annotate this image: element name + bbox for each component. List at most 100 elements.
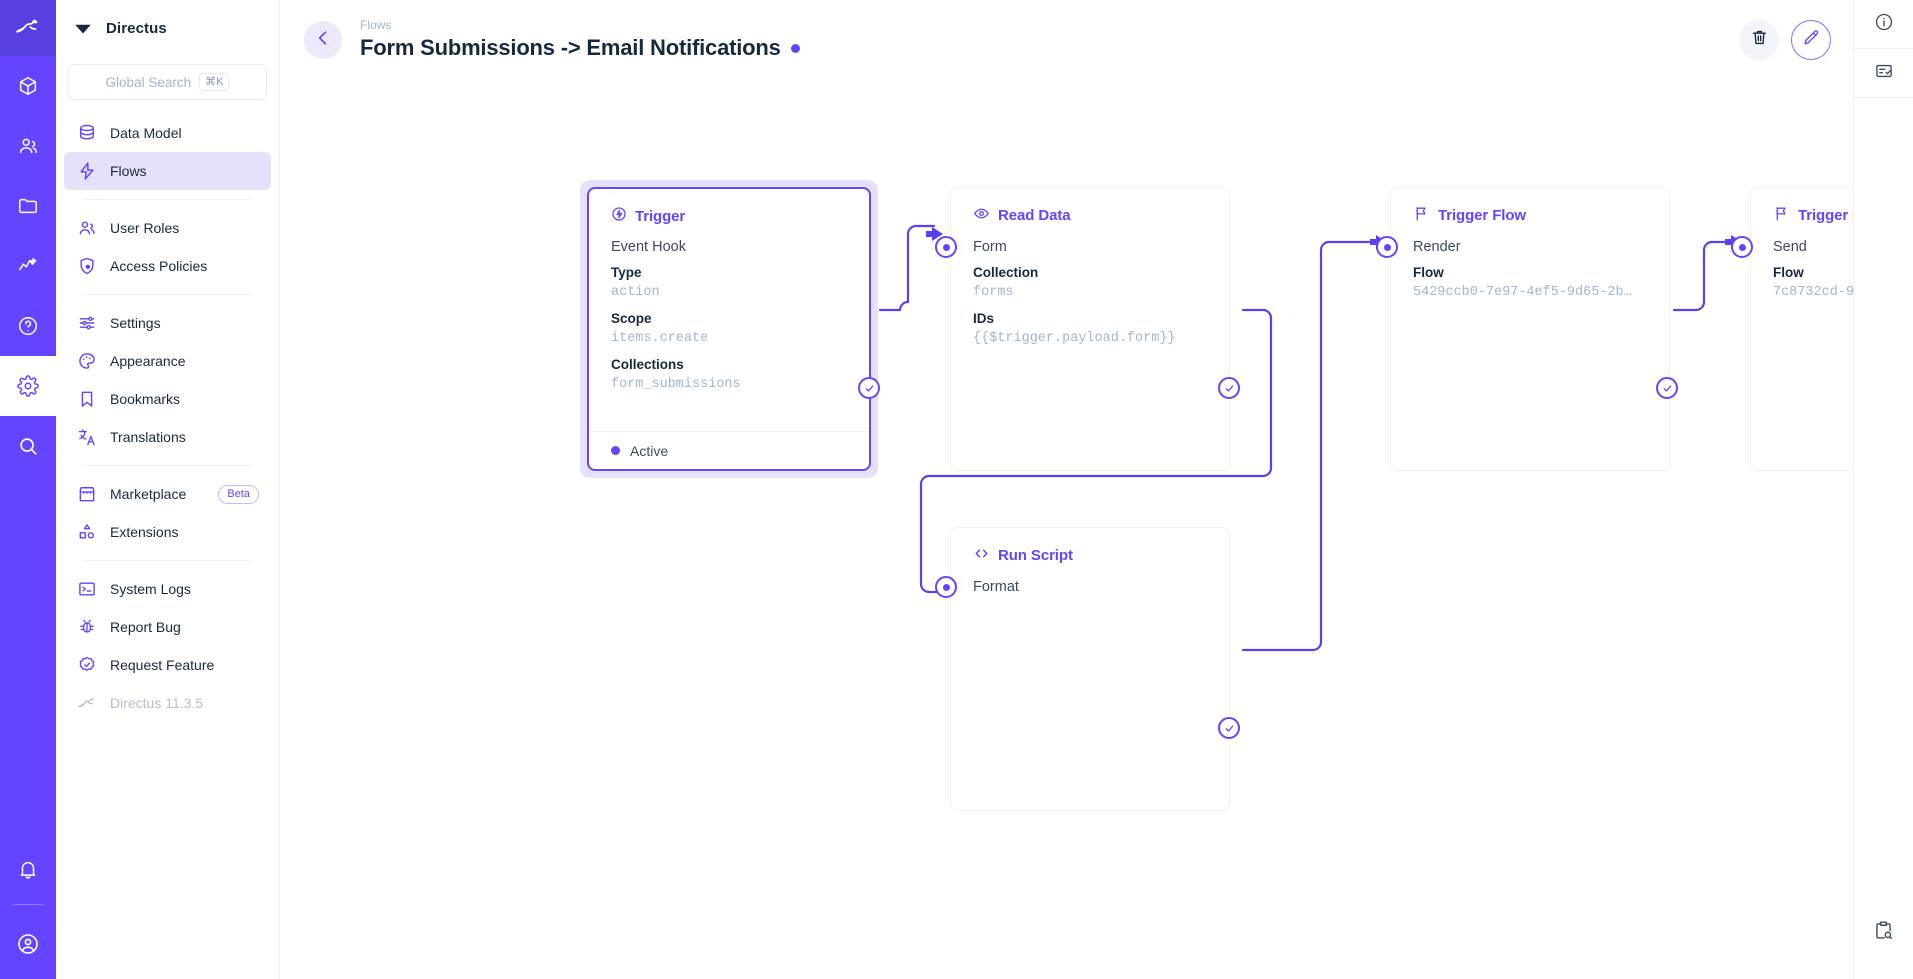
panel-type-header: Trigger Flow [1391,188,1669,226]
rail-item-settings[interactable] [0,356,56,416]
delete-flow-button[interactable] [1739,20,1779,60]
trigger-icon [611,206,627,226]
code-brackets-icon [973,545,990,566]
trigger-flow-send-input-node[interactable] [1731,236,1753,258]
rail-divider [13,904,43,905]
panel-field: Type action [589,257,869,303]
directus-rabbit-logo[interactable] [0,0,56,56]
sidebar-item-bookmarks[interactable]: Bookmarks [64,380,271,418]
info-sidebar-button[interactable] [1854,0,1913,48]
sidebar-divider [84,560,251,561]
title-block: Flows Form Submissions -> Email Notifica… [360,18,800,62]
clipboard-button[interactable] [1854,909,1913,957]
flow-panel-trigger-flow-send[interactable]: Trigger Flow Send Flow 7c8732cd-9d9e-44b… [1750,187,1853,471]
sidebar-brand[interactable]: Directus [56,0,279,56]
translate-icon [76,426,98,448]
status-badge [611,446,620,455]
run-script-input-node[interactable] [935,576,957,598]
arrow-left-icon [313,28,333,53]
sidebar-item-report-bug[interactable]: Report Bug [64,608,271,646]
logs-sidebar-button[interactable] [1854,49,1913,97]
sidebar-item-label: User Roles [110,220,180,236]
run-script-output-node[interactable] [1218,717,1240,739]
panel-field: Scope items.create [589,303,869,349]
flow-canvas[interactable]: Trigger Event Hook Type action Scope ite… [280,80,1853,979]
trigger-flow-render-input-node[interactable] [1376,236,1398,258]
sidebar-item-label: Access Policies [110,258,208,274]
field-key: Collection [973,265,1039,280]
flow-panel-trigger[interactable]: Trigger Event Hook Type action Scope ite… [587,187,871,471]
edit-flow-button[interactable] [1791,20,1831,60]
module-rail [0,0,56,979]
sidebar-item-settings[interactable]: Settings [64,304,271,342]
panel-type-label: Trigger [635,207,686,225]
rail-item-notifications[interactable] [0,840,56,900]
global-search-shortcut: ⌘K [199,73,230,91]
sidebar-item-label: Extensions [110,524,179,540]
panel-type-label: Run Script [998,547,1073,564]
sidebar-item-system-logs[interactable]: System Logs [64,570,271,608]
pencil-icon [1802,28,1821,52]
users-icon [76,217,98,239]
sidebar-item-request-feature[interactable]: Request Feature [64,646,271,684]
node-dot [942,583,950,591]
title-row: Form Submissions -> Email Notifications [360,34,800,62]
rail-item-help[interactable] [0,296,56,356]
sidebar-item-access-policies[interactable]: Access Policies [64,247,271,285]
rail-item-insights[interactable] [0,236,56,296]
read-data-input-node[interactable] [935,236,957,258]
field-key: Collections [611,357,684,372]
sidebar-item-label: Marketplace [110,486,187,502]
sidebar-item-marketplace[interactable]: Marketplace Beta [64,475,271,513]
extensions-icon [76,521,98,543]
sidebar-item-data-model[interactable]: Data Model [64,114,271,152]
global-search-input[interactable]: Global Search ⌘K [68,64,267,100]
sidebar-item-label: Request Feature [110,657,215,673]
trigger-flow-render-output-node[interactable] [1656,377,1678,399]
panel-type-header: Trigger Flow [1751,188,1853,226]
directus-diamond-icon [75,24,91,34]
page-header: Flows Form Submissions -> Email Notifica… [280,0,1853,80]
breadcrumb[interactable]: Flows [360,18,392,32]
sidebar-item-extensions[interactable]: Extensions [64,513,271,551]
field-key: IDs [973,311,995,326]
flow-panel-run-script[interactable]: Run Script Format [950,527,1230,811]
rail-item-search[interactable] [0,416,56,476]
rail-item-content[interactable] [0,56,56,116]
back-button[interactable] [304,21,342,59]
terminal-icon [76,578,98,600]
field-key: Type [611,265,642,280]
feature-check-icon [76,654,98,676]
sidebar-item-user-roles[interactable]: User Roles [64,209,271,247]
sliders-icon [76,312,98,334]
database-icon [76,122,98,144]
list-check-icon [1874,61,1894,86]
sidebar-item-label: Appearance [110,353,186,369]
bookmark-icon [76,388,98,410]
flow-panel-read-data[interactable]: Read Data Form Collection forms IDs {{$t… [950,187,1230,471]
field-value: items.create [611,331,709,346]
sidebar: Directus Global Search ⌘K Data Model [56,0,280,979]
header-actions [1739,20,1831,60]
trigger-output-node[interactable] [858,377,880,399]
rail-item-account[interactable] [0,909,56,979]
rail-item-files[interactable] [0,176,56,236]
rail-item-users[interactable] [0,116,56,176]
sidebar-item-label: Data Model [110,125,182,141]
sidebar-item-translations[interactable]: Translations [64,418,271,456]
trash-icon [1750,28,1769,52]
panel-type-header: Run Script [951,528,1229,566]
right-sidebar-divider [1853,97,1913,98]
sidebar-item-flows[interactable]: Flows [64,152,271,190]
flow-panel-trigger-flow-render[interactable]: Trigger Flow Render Flow 5429ccb0-7e97-4… [1390,187,1670,471]
sidebar-item-appearance[interactable]: Appearance [64,342,271,380]
sidebar-item-label: Report Bug [110,619,181,635]
sidebar-item-label: Flows [110,163,147,179]
field-value: forms [973,285,1014,300]
panel-name: Event Hook [611,239,686,255]
panel-field: Collection forms [951,257,1229,303]
sidebar-item-label: Translations [110,429,186,445]
sidebar-divider [84,465,251,466]
read-data-output-node[interactable] [1218,377,1240,399]
